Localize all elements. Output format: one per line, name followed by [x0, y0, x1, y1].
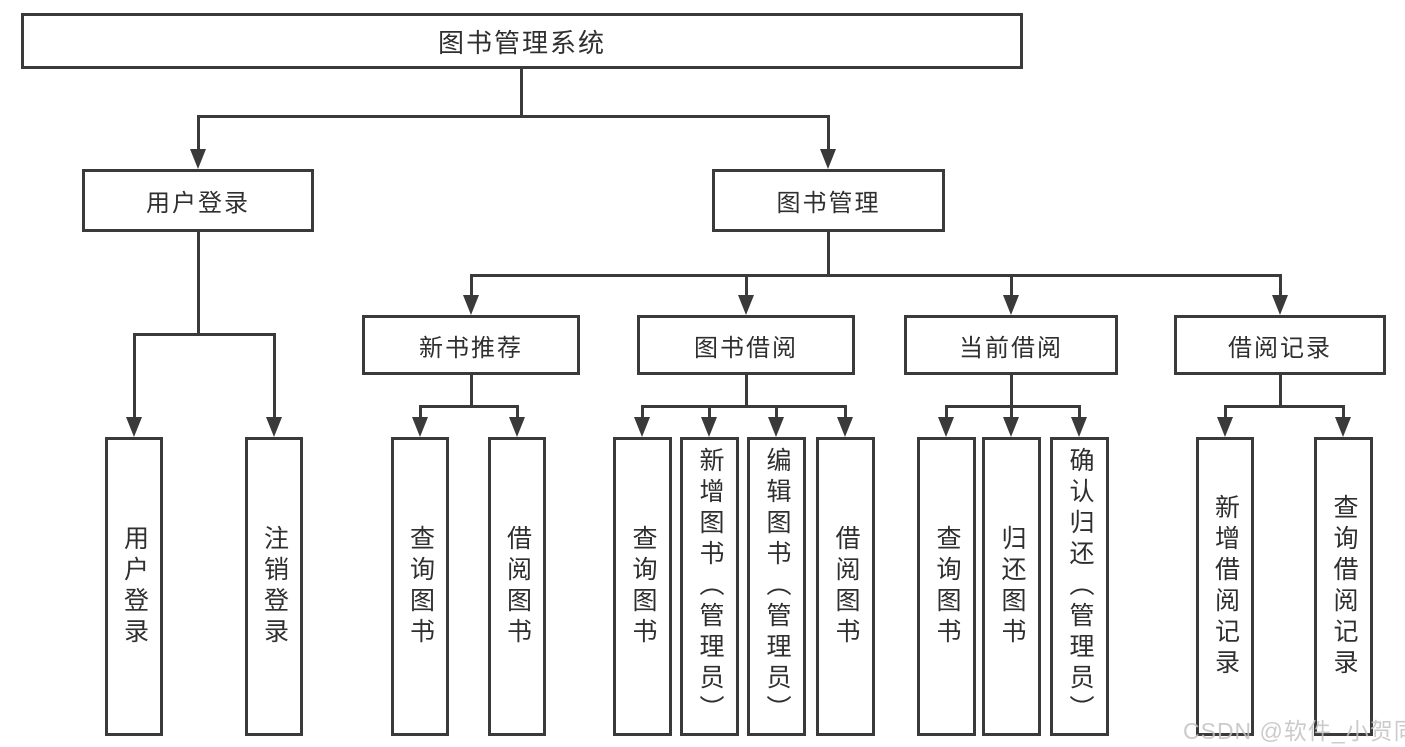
connector-line: [1279, 375, 1282, 407]
leaf-label: 查询图书: [933, 524, 961, 649]
arrowhead-down-icon: [509, 417, 525, 437]
node-new-book-recommend: 新书推荐: [362, 315, 580, 375]
connector-line: [745, 375, 748, 407]
leaf-query-books-recommend: 查询图书: [391, 437, 449, 736]
connector-line: [520, 69, 523, 118]
connector-line: [827, 232, 830, 277]
leaf-label: 借阅图书: [832, 524, 860, 649]
connector-line: [945, 405, 1081, 408]
leaf-confirm-return-admin: 确认归还（管理员）: [1050, 437, 1109, 736]
arrowhead-down-icon: [768, 417, 784, 437]
connector-line: [470, 274, 1281, 277]
connector-line: [641, 405, 847, 408]
node-book-borrowing: 图书借阅: [637, 315, 855, 375]
node-user-login: 用户登录: [82, 169, 314, 232]
connector-line: [708, 405, 711, 422]
connector-line: [516, 405, 519, 422]
connector-line: [470, 375, 473, 407]
node-label: 新书推荐: [419, 334, 523, 362]
node-borrowing-records: 借阅记录: [1174, 315, 1386, 375]
node-label: 借阅记录: [1228, 334, 1332, 362]
arrowhead-down-icon: [938, 417, 954, 437]
leaf-borrow-books-recommend: 借阅图书: [488, 437, 546, 736]
arrowhead-down-icon: [1272, 295, 1288, 315]
leaf-user-login: 用户登录: [105, 437, 163, 736]
leaf-query-borrow-record: 查询借阅记录: [1314, 437, 1373, 736]
leaf-add-book-admin: 新增图书（管理员）: [680, 437, 739, 736]
connector-line: [1224, 405, 1344, 408]
connector-line: [470, 274, 473, 298]
connector-line: [745, 274, 748, 298]
leaf-label: 用户登录: [120, 524, 149, 649]
leaf-edit-book-admin: 编辑图书（管理员）: [747, 437, 806, 736]
leaf-label: 新增借阅记录: [1211, 493, 1240, 680]
leaf-label: 新增图书（管理员）: [696, 447, 724, 726]
connector-line: [775, 405, 778, 422]
connector-line: [273, 333, 276, 422]
arrowhead-down-icon: [412, 417, 428, 437]
node-library-management-system: 图书管理系统: [21, 13, 1023, 69]
connector-line: [641, 405, 644, 422]
arrowhead-down-icon: [126, 417, 142, 437]
connector-line: [1279, 274, 1282, 298]
connector-line: [1010, 375, 1013, 407]
connector-line: [1342, 405, 1345, 422]
arrowhead-down-icon: [837, 417, 853, 437]
arrowhead-down-icon: [463, 295, 479, 315]
leaf-query-books-current: 查询图书: [917, 437, 976, 736]
arrowhead-down-icon: [190, 149, 206, 169]
leaf-label: 注销登录: [260, 524, 289, 649]
arrowhead-down-icon: [1217, 417, 1233, 437]
node-book-management: 图书管理: [712, 169, 945, 232]
connector-line: [945, 405, 948, 422]
node-label: 图书管理系统: [437, 27, 606, 58]
node-label: 图书借阅: [694, 334, 798, 362]
connector-line: [419, 405, 519, 408]
arrowhead-down-icon: [820, 149, 836, 169]
connector-line: [1010, 405, 1013, 422]
arrowhead-down-icon: [1003, 295, 1019, 315]
connector-line: [1224, 405, 1227, 422]
leaf-label: 查询借阅记录: [1330, 493, 1358, 680]
leaf-label: 归还图书: [998, 524, 1026, 649]
arrowhead-down-icon: [738, 295, 754, 315]
leaf-label: 借阅图书: [503, 524, 532, 649]
node-label: 用户登录: [146, 190, 250, 217]
arrowhead-down-icon: [701, 417, 717, 437]
connector-line: [1078, 405, 1081, 422]
connector-line: [197, 115, 830, 118]
node-label: 图书管理: [776, 190, 881, 217]
connector-line: [844, 405, 847, 422]
arrowhead-down-icon: [634, 417, 650, 437]
arrowhead-down-icon: [1003, 417, 1019, 437]
connector-line: [133, 333, 136, 422]
arrowhead-down-icon: [1071, 417, 1087, 437]
node-current-borrowing: 当前借阅: [904, 315, 1118, 375]
connector-line: [197, 232, 200, 336]
connector-line: [827, 115, 830, 153]
leaf-query-books-borrowing: 查询图书: [613, 437, 672, 736]
leaf-label: 查询图书: [406, 524, 435, 649]
connector-line: [1010, 274, 1013, 298]
leaf-label: 查询图书: [629, 524, 657, 649]
leaf-label: 编辑图书（管理员）: [763, 447, 791, 726]
leaf-label: 确认归还（管理员）: [1066, 447, 1094, 726]
leaf-borrow-books-borrowing: 借阅图书: [816, 437, 875, 736]
connector-line: [197, 115, 200, 153]
leaf-add-borrow-record: 新增借阅记录: [1196, 437, 1254, 736]
arrowhead-down-icon: [266, 417, 282, 437]
connector-line: [419, 405, 422, 422]
arrowhead-down-icon: [1335, 417, 1351, 437]
leaf-logout: 注销登录: [245, 437, 303, 736]
connector-line: [133, 333, 275, 336]
watermark: CSDN @软件_小贺同学: [1183, 718, 1405, 744]
leaf-return-books: 归还图书: [982, 437, 1041, 736]
node-label: 当前借阅: [959, 334, 1063, 362]
